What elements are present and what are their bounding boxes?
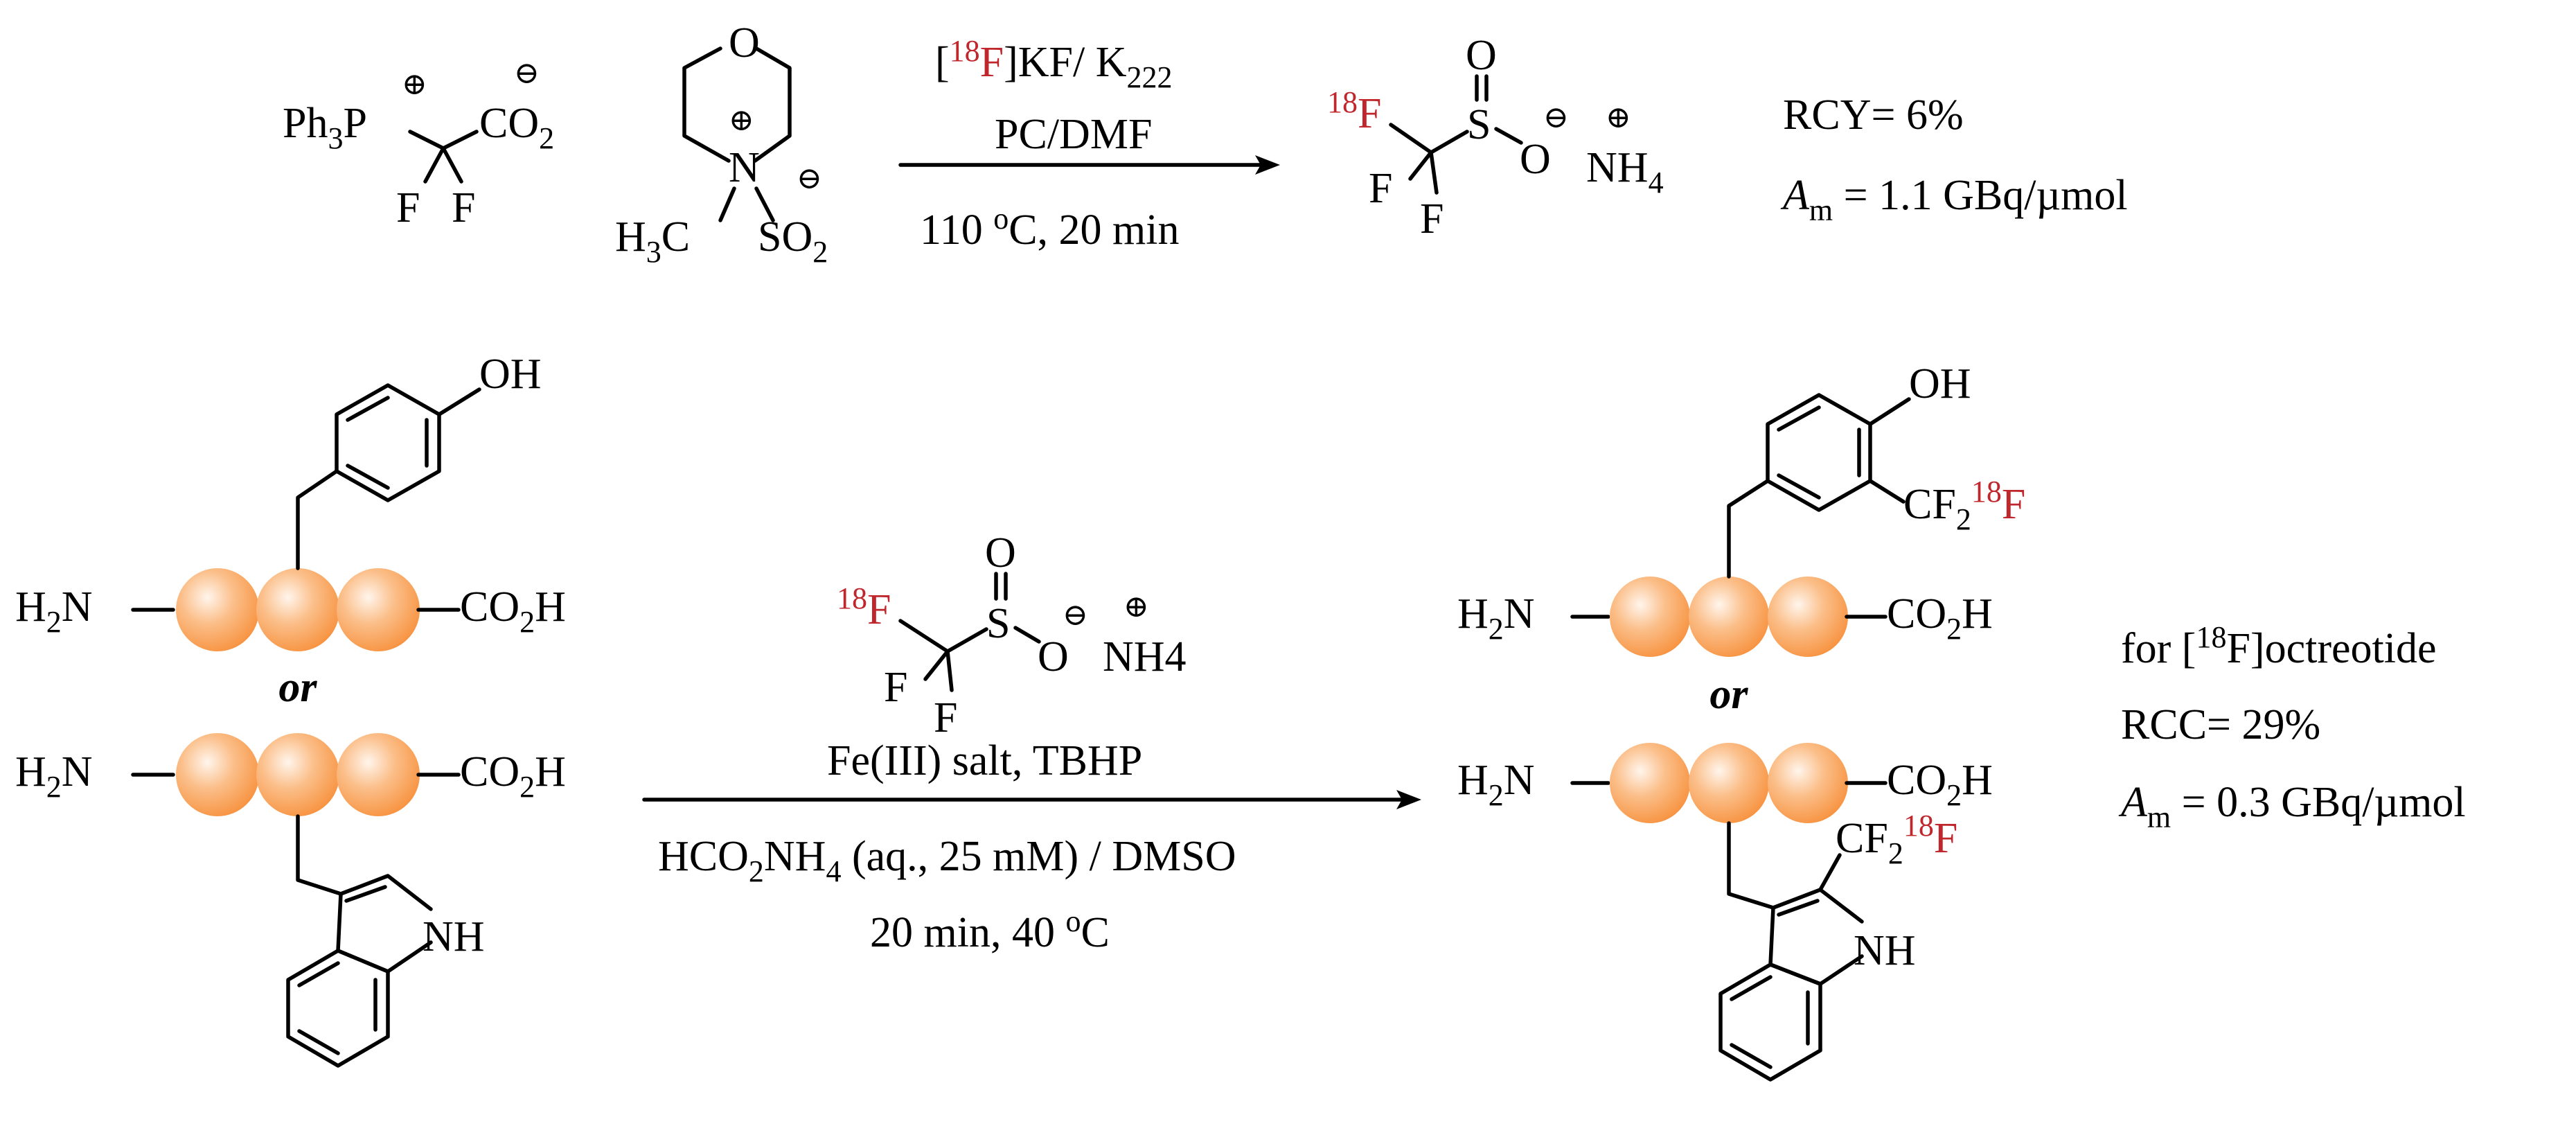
amino-acid-bead <box>1610 577 1690 657</box>
amino-acid-bead <box>1689 743 1769 823</box>
svg-text:NH4: NH4 <box>1586 144 1664 200</box>
svg-text:H2N: H2N <box>15 583 93 639</box>
amino-acid-bead <box>337 733 420 816</box>
svg-text:PC/DMF: PC/DMF <box>995 111 1152 158</box>
svg-text:H2N: H2N <box>1457 757 1535 812</box>
or-label: or <box>278 664 317 711</box>
svg-text:⊖: ⊖ <box>1543 100 1569 134</box>
svg-text:18F: 18F <box>1327 85 1381 137</box>
svg-text:S: S <box>986 600 1010 647</box>
svg-text:⊖: ⊖ <box>1063 598 1088 632</box>
svg-text:H2N: H2N <box>1457 590 1535 646</box>
trifluoromethanesulfinate-product: 18F F F S O O ⊖ NH4 ⊕ <box>1327 32 1664 243</box>
svg-text:for [18F]octreotide: for [18F]octreotide <box>2121 620 2436 672</box>
svg-text:O: O <box>1520 136 1551 183</box>
tryptophan-peptide-product: H2N CO2H CF218F NH <box>1457 743 1993 1082</box>
svg-text:O: O <box>729 19 760 67</box>
svg-text:⊖: ⊖ <box>797 161 822 195</box>
svg-text:OH: OH <box>479 351 542 398</box>
triflinate-reagent: 18F F F S O O ⊖ NH4 ⊕ <box>837 529 1187 741</box>
amino-acid-bead <box>1689 577 1769 657</box>
svg-text:⊕: ⊕ <box>1606 100 1631 134</box>
difluoro-ylide-reagent: Ph3P ⊕ F F CO2 ⊖ <box>283 56 554 231</box>
svg-text:⊕: ⊕ <box>402 67 427 101</box>
morpholinium-sulfinate-reagent: H O N ⊕ H3C SO2 ⊖ <box>615 19 828 269</box>
svg-text:Fe(III) salt, TBHP: Fe(III) salt, TBHP <box>827 737 1142 784</box>
amino-acid-bead <box>1768 577 1848 657</box>
amino-acid-bead <box>1768 743 1848 823</box>
svg-text:⊕: ⊕ <box>1123 590 1149 624</box>
svg-text:18F: 18F <box>837 581 891 633</box>
svg-text:20 min, 40 oC: 20 min, 40 oC <box>870 904 1110 956</box>
yield-info-2: for [18F]octreotide RCC= 29% Am = 0.3 GB… <box>2118 620 2466 834</box>
reaction-arrow-2: Fe(III) salt, TBHP HCO2NH4 (aq., 25 mM) … <box>642 737 1421 956</box>
amino-acid-bead <box>337 568 420 651</box>
svg-text:⊕: ⊕ <box>729 103 754 137</box>
svg-text:H2N: H2N <box>15 748 93 804</box>
svg-text:HCO2NH4 (aq., 25 mM) / DMSO: HCO2NH4 (aq., 25 mM) / DMSO <box>658 833 1236 888</box>
svg-text:NH: NH <box>423 913 485 960</box>
svg-text:O: O <box>985 529 1016 577</box>
svg-text:S: S <box>1467 101 1491 148</box>
svg-text:NH4: NH4 <box>1103 633 1187 680</box>
svg-text:SO2: SO2 <box>758 213 828 269</box>
svg-text:O: O <box>1466 32 1497 79</box>
svg-text:H3C: H3C <box>615 213 690 269</box>
amino-acid-bead <box>1610 743 1690 823</box>
svg-text:F: F <box>884 664 907 711</box>
svg-text:F: F <box>1369 165 1392 212</box>
svg-text:O: O <box>1038 633 1069 680</box>
svg-text:CO2H: CO2H <box>460 583 566 639</box>
svg-text:F: F <box>452 184 475 231</box>
amino-acid-bead <box>256 568 339 651</box>
svg-text:Ph3P: Ph3P <box>283 100 367 155</box>
svg-text:NH: NH <box>1854 927 1916 974</box>
svg-text:Am = 0.3 GBq/µmol: Am = 0.3 GBq/µmol <box>2118 779 2466 834</box>
amino-acid-bead <box>176 733 259 816</box>
svg-text:CO2H: CO2H <box>1887 590 1993 646</box>
yield-info-1: RCY= 6% Am = 1.1 GBq/µmol <box>1780 91 2128 227</box>
tyrosine-peptide-substrate: H2N CO2H OH <box>15 351 566 651</box>
svg-text:OH: OH <box>1909 360 1971 407</box>
svg-text:F: F <box>396 184 420 231</box>
svg-text:F: F <box>934 694 957 741</box>
amino-acid-bead <box>176 568 259 651</box>
amino-acid-bead <box>256 733 339 816</box>
svg-text:RCY= 6%: RCY= 6% <box>1783 91 1964 139</box>
tryptophan-peptide-substrate: H2N CO2H NH <box>15 733 566 1068</box>
svg-text:F: F <box>1420 195 1444 243</box>
svg-text:N: N <box>729 144 760 191</box>
svg-text:CO2: CO2 <box>479 100 554 155</box>
tyrosine-peptide-product: H2N CO2H OH CF218F <box>1457 360 2025 657</box>
svg-text:[18F]KF/ K222: [18F]KF/ K222 <box>935 34 1173 94</box>
svg-text:Am = 1.1 GBq/µmol: Am = 1.1 GBq/µmol <box>1780 172 2128 227</box>
svg-text:⊖: ⊖ <box>514 56 540 90</box>
svg-text:CF218F: CF218F <box>1836 809 1957 870</box>
svg-text:CO2H: CO2H <box>460 748 566 804</box>
svg-text:CO2H: CO2H <box>1887 757 1993 812</box>
reaction-arrow-1: [18F]KF/ K222 PC/DMF 110 oC, 20 min <box>898 34 1280 254</box>
svg-text:110 oC, 20 min: 110 oC, 20 min <box>920 202 1180 254</box>
svg-text:CF218F: CF218F <box>1903 475 2025 536</box>
or-label: or <box>1709 671 1748 718</box>
svg-text:RCC= 29%: RCC= 29% <box>2121 701 2320 748</box>
